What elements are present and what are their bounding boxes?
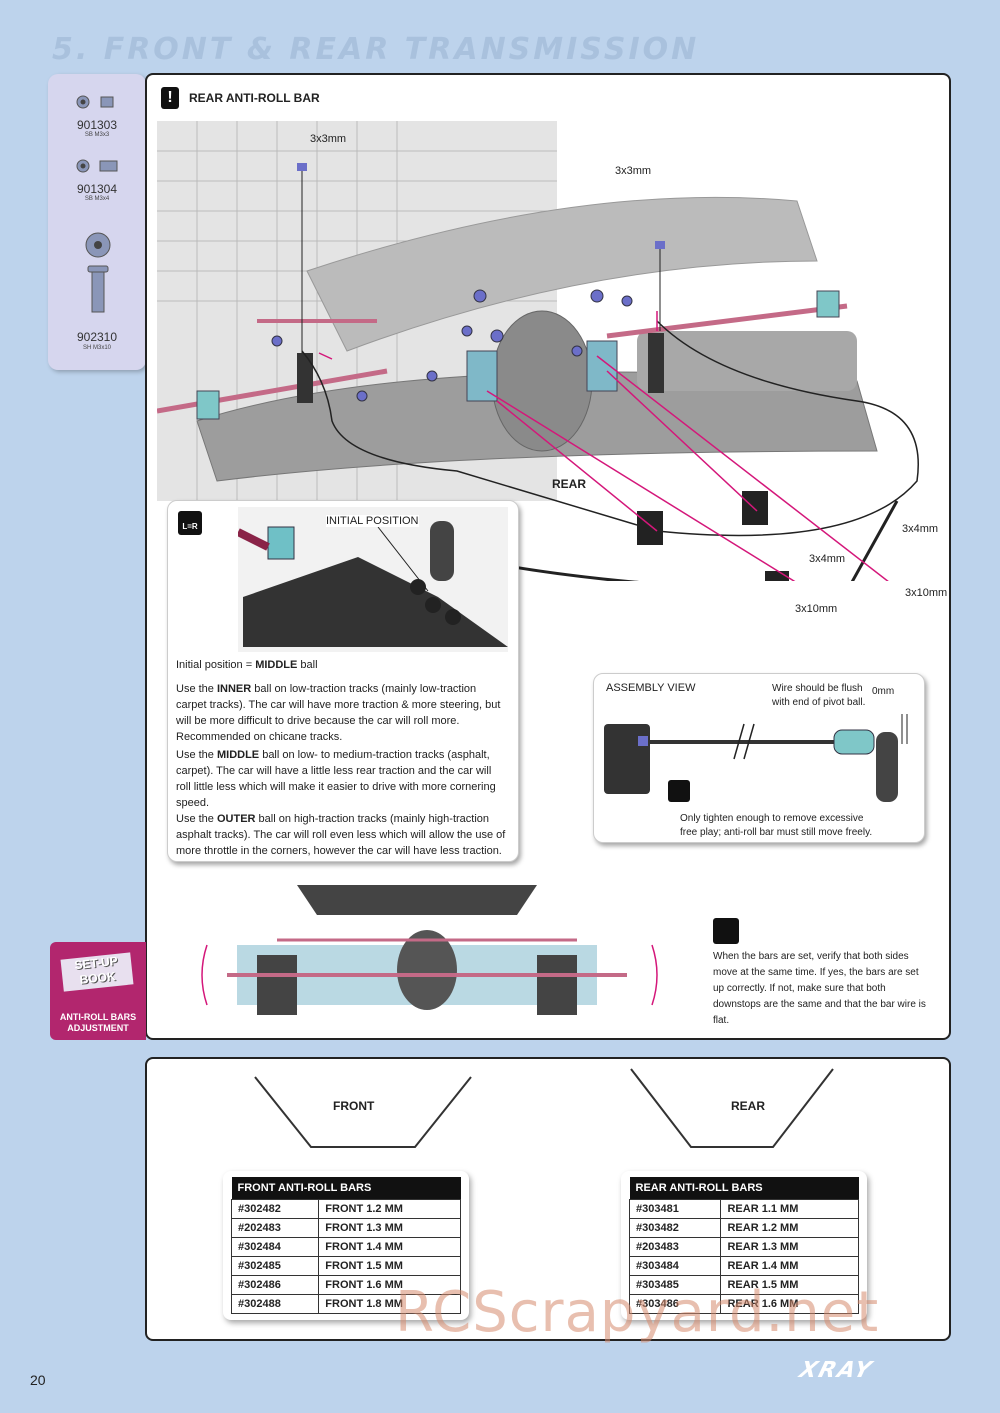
chassis-illustration — [157, 121, 919, 581]
screw-3x10-icon — [85, 232, 111, 313]
outer-paragraph: Use the OUTER ball on high-traction trac… — [176, 813, 506, 857]
check-note: When the bars are set, verify that both … — [713, 951, 926, 1026]
bar-size: FRONT 1.3 MM — [318, 1218, 461, 1238]
part-code: 901304 — [76, 182, 118, 196]
bar-size: FRONT 1.4 MM — [318, 1237, 461, 1257]
main-panel: ! REAR ANTI-ROLL BAR — [145, 73, 951, 1040]
pivot-ball-illustration — [238, 507, 508, 652]
callout-screw-f: 3x10mm — [905, 587, 948, 599]
initial-line: Initial position = MIDDLE ball — [176, 659, 318, 671]
setup-book-label: SET-UP BOOK — [60, 952, 134, 992]
page-title: 5. FRONT & REAR TRANSMISSION — [52, 32, 700, 67]
assembly-diagram — [604, 714, 908, 802]
part-number: #302488 — [230, 1294, 320, 1314]
assembly-view-label: ASSEMBLY VIEW — [606, 682, 696, 694]
part-code: 901303 — [76, 118, 118, 132]
initial-position-label: INITIAL POSITION — [326, 515, 419, 527]
warning-icon: ! — [161, 87, 179, 109]
page-number: 20 — [30, 1372, 46, 1388]
callout-screw-a: 3x3mm — [310, 133, 347, 145]
setup-book-tab[interactable]: SET-UP BOOK ANTI-ROLL BARS ADJUSTMENT — [50, 942, 146, 1040]
rear-transmission-illustration — [201, 885, 658, 1015]
lr-badge-icon: L=R — [178, 511, 202, 535]
part-number: #202483 — [230, 1218, 320, 1238]
front-table-title: FRONT ANTI-ROLL BARS — [231, 1177, 461, 1200]
bar-size: FRONT 1.6 MM — [318, 1275, 461, 1295]
rear-label: REAR — [731, 1099, 766, 1113]
callout-screw-b: 3x3mm — [615, 165, 652, 177]
bar-size: REAR 1.3 MM — [720, 1237, 859, 1257]
part-number: #303482 — [628, 1218, 722, 1238]
screw-3x4-icon — [76, 159, 118, 173]
setup-book-caption: ANTI-ROLL BARS ADJUSTMENT — [59, 1012, 137, 1033]
parts-box: 901303 SB M3x3 901304 SB M3x4 902310 SH … — [48, 74, 146, 370]
bar-size: REAR 1.5 MM — [720, 1275, 859, 1295]
tighten-note: Only tighten enough to remove excessive … — [680, 813, 873, 838]
initial-position-box: L=R INITIAL POSITION Initial position = … — [167, 500, 519, 862]
bar-size: FRONT 1.5 MM — [318, 1256, 461, 1276]
part-number: #303486 — [628, 1294, 722, 1314]
inner-paragraph: Use the INNER ball on low-traction track… — [176, 683, 501, 743]
assembly-view-box: ASSEMBLY VIEW Wire should be flush with … — [593, 673, 925, 843]
check-icon — [713, 918, 739, 944]
callout-screw-c: 3x4mm — [902, 523, 939, 535]
middle-paragraph: Use the MIDDLE ball on low- to medium-tr… — [176, 749, 496, 809]
part-desc: SB M3x3 — [84, 132, 110, 138]
part-number: #302485 — [230, 1256, 320, 1276]
bar-size: REAR 1.1 MM — [720, 1199, 859, 1219]
tighten-icon — [668, 780, 690, 802]
part-number: #303484 — [628, 1256, 722, 1276]
part-desc: SH M3x10 — [82, 345, 111, 351]
bar-size: FRONT 1.2 MM — [318, 1199, 461, 1219]
part-number: #303485 — [628, 1275, 722, 1295]
watermark: RCScrapyard.net — [395, 1280, 880, 1345]
callout-screw-d: 3x4mm — [809, 553, 846, 565]
rear-table-title: REAR ANTI-ROLL BARS — [629, 1177, 859, 1200]
part-number: #302486 — [230, 1275, 320, 1295]
bar-size: REAR 1.2 MM — [720, 1218, 859, 1238]
flush-note: Wire should be flush with end of pivot b… — [772, 683, 866, 708]
zero-mm-label: 0mm — [872, 686, 895, 697]
part-number: #302484 — [230, 1237, 320, 1257]
part-number: #303481 — [628, 1199, 722, 1219]
section-heading: REAR ANTI-ROLL BAR — [189, 91, 320, 105]
bar-size: FRONT 1.8 MM — [318, 1294, 461, 1314]
rear-bar-shape — [630, 1068, 834, 1148]
rear-label: REAR — [552, 477, 587, 491]
front-bar-shape — [254, 1076, 472, 1148]
screw-3x3-icon — [76, 95, 114, 109]
front-label: FRONT — [333, 1099, 375, 1113]
bar-size: REAR 1.4 MM — [720, 1256, 859, 1276]
part-number: #203483 — [628, 1237, 722, 1257]
bar-size: REAR 1.6 MM — [720, 1294, 859, 1314]
part-desc: SB M3x4 — [84, 196, 110, 202]
part-code: 902310 — [76, 330, 118, 344]
part-number: #302482 — [230, 1199, 320, 1219]
callout-screw-e: 3x10mm — [795, 603, 838, 615]
brand-logo: XRAY — [796, 1358, 876, 1383]
